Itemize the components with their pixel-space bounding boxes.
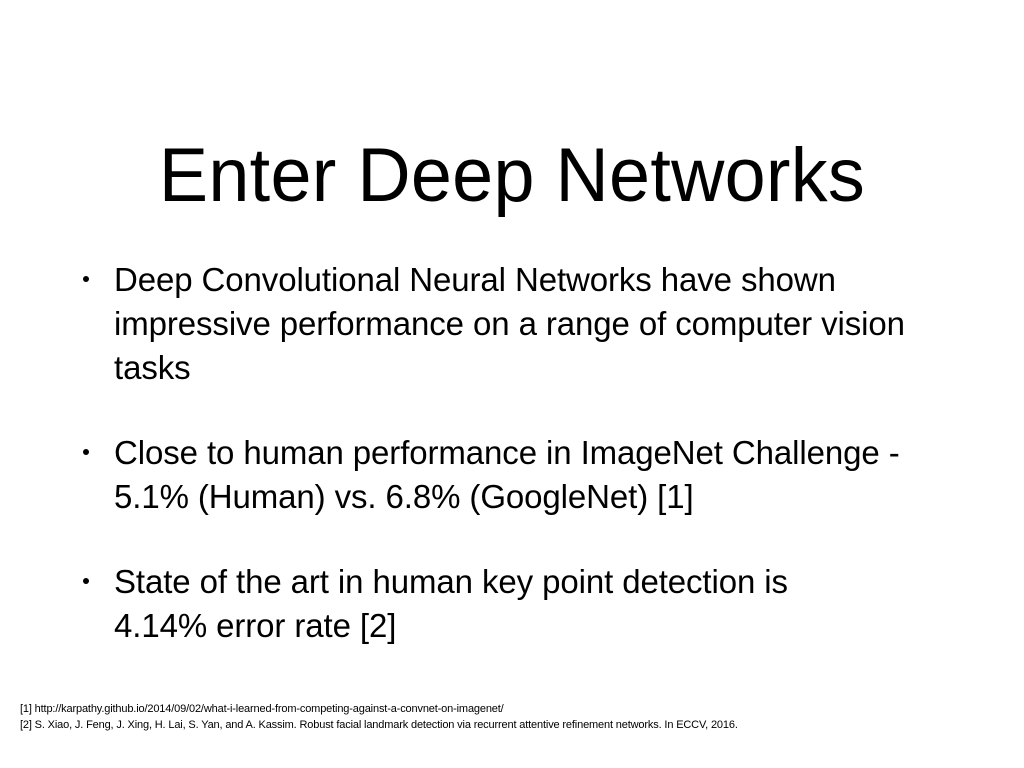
bullet-text: State of the art in human key point dete… <box>114 563 788 644</box>
bullet-dot-icon <box>78 560 94 604</box>
bullet-dot-icon <box>78 258 94 302</box>
footnote-reference-1: [1] http://karpathy.github.io/2014/09/02… <box>20 703 504 715</box>
footnote-reference-2: [2] S. Xiao, J. Feng, J. Xing, H. Lai, S… <box>20 719 738 731</box>
bullet-text: Deep Convolutional Neural Networks have … <box>114 261 905 386</box>
bullet-text: Close to human performance in ImageNet C… <box>114 434 900 515</box>
bullet-dot-icon <box>78 431 94 475</box>
list-item: State of the art in human key point dete… <box>70 560 970 648</box>
bullet-list: Deep Convolutional Neural Networks have … <box>70 258 970 648</box>
footnote-block: [1] http://karpathy.github.io/2014/09/02… <box>20 701 1010 733</box>
page-title: Enter Deep Networks <box>158 132 866 218</box>
list-item: Deep Convolutional Neural Networks have … <box>70 258 970 390</box>
list-item: Close to human performance in ImageNet C… <box>70 431 970 519</box>
